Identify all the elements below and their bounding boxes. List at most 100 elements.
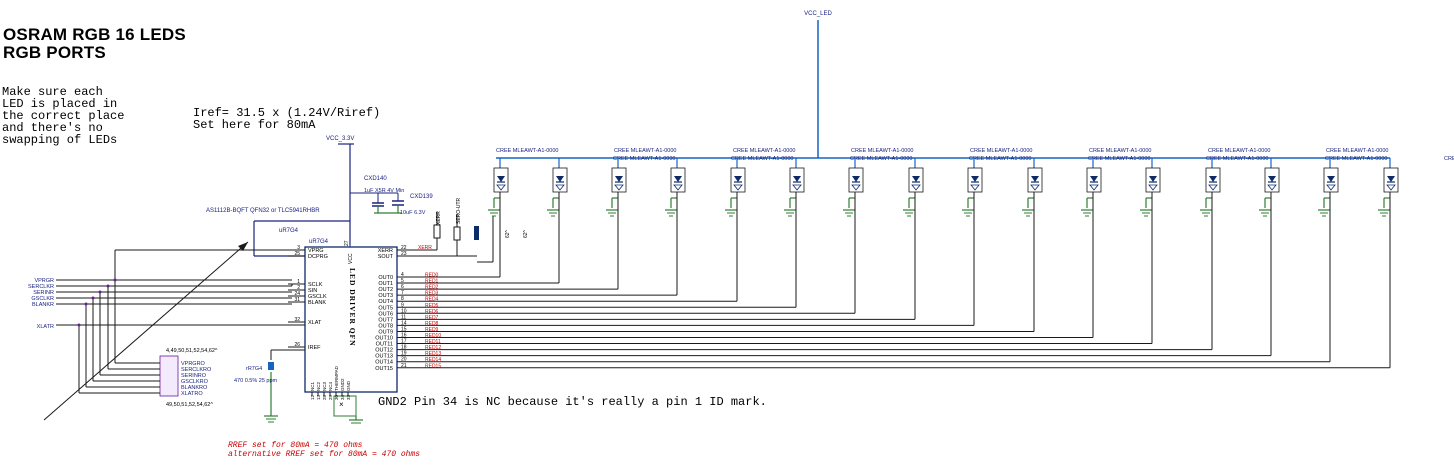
chip-part-label: AS1112B-BQFT QFN32 or TLC5941RHBR xyxy=(206,208,320,214)
svg-text:XERR: XERR xyxy=(436,211,442,225)
output-net-label: SERINRO xyxy=(181,373,207,379)
led-part-label: CREE MLEAWT-A1-0000 xyxy=(613,156,675,162)
chip-ref-outer: uR7G4 xyxy=(279,228,299,234)
output-pin-number: 7 xyxy=(401,290,404,296)
svg-text:10uF 6.3V: 10uF 6.3V xyxy=(400,210,426,216)
led-diode-icon xyxy=(1268,176,1276,182)
output-net-label: RED9 xyxy=(425,327,439,333)
led-diode-icon xyxy=(852,176,860,182)
led-column: CREE MLEAWT-A1-0000 xyxy=(397,156,1150,332)
led-diode-icon xyxy=(851,184,861,191)
output-net-label: RED14 xyxy=(425,357,441,363)
svg-text:VCC: VCC xyxy=(348,253,354,264)
output-net-label: RED11 xyxy=(425,339,441,345)
pin-name-sout: SOUT xyxy=(378,254,394,260)
pin-number-dcprg: 25 xyxy=(294,251,300,257)
pin-name-gsclk: GSCLK xyxy=(308,294,327,300)
output-pin-name: OUT4 xyxy=(378,299,393,305)
pin-name-sin: SIN xyxy=(308,288,317,294)
led-column: CREE MLEAWT-A1-0000 xyxy=(397,156,793,296)
junction-dot xyxy=(98,290,102,294)
pin-number-sout: 23 xyxy=(401,251,407,257)
led-column: CREE MLEAWT-A1-0000 xyxy=(397,148,1388,363)
led-diode-icon xyxy=(971,176,979,182)
led-body xyxy=(1264,167,1280,193)
svg-text:CXD140: CXD140 xyxy=(364,176,387,182)
svg-text:62^: 62^ xyxy=(505,229,511,238)
output-net-label: RED0 xyxy=(425,273,439,279)
capacitor-cxd139: CXD139 10uF 6.3V xyxy=(392,193,433,216)
led-part-label: CREE MLEAWT-A1-0000 xyxy=(614,148,676,154)
output-net-label: RED7 xyxy=(425,315,439,321)
output-pin-number: 9 xyxy=(401,302,404,308)
led-body xyxy=(967,167,983,193)
bottom-pin-number: 13 xyxy=(316,394,321,400)
output-pin-number: 20 xyxy=(401,357,407,363)
led-diode-icon xyxy=(1148,184,1158,191)
output-net-label: RED12 xyxy=(425,345,441,351)
svg-text:SERO-UTR: SERO-UTR xyxy=(456,198,462,225)
led-column: CREE MLEAWT-A1-0000 xyxy=(397,148,1270,351)
led-column: CREE MLEAWT-A1-0000 xyxy=(397,148,558,278)
output-net-label: XLATRO xyxy=(181,391,203,397)
output-pin-name: OUT5 xyxy=(378,305,393,311)
bottom-pin-number: 33 xyxy=(346,394,351,400)
led-diode-icon xyxy=(733,184,743,191)
led-diode-icon xyxy=(673,184,683,191)
led-body xyxy=(1383,167,1399,193)
pin-name-blank: BLANK xyxy=(308,300,326,306)
pin-number-vprg: 3 xyxy=(297,245,300,251)
led-part-label: CREE MLEAWT-A1-0000 xyxy=(1089,148,1151,154)
pin-number-xerr: 22 xyxy=(401,245,407,251)
pin-number-sclk: 1 xyxy=(297,279,300,285)
pin-name-xerr: XERR xyxy=(378,248,393,254)
bottom-pin-number: 30 xyxy=(334,394,339,400)
output-pin-name: OUT10 xyxy=(375,336,393,342)
svg-text:49,50,51,52,54,62^: 49,50,51,52,54,62^ xyxy=(166,402,213,408)
led-column: CREE MLEAWT-A1-0000 xyxy=(397,156,912,308)
led-diode-icon xyxy=(1031,176,1039,182)
led-column: CREE MLEAWT-A1-0000 xyxy=(397,148,795,302)
svg-text:27: 27 xyxy=(344,240,350,246)
svg-text:1uF X5R 4V Min: 1uF X5R 4V Min xyxy=(364,188,404,194)
led-column: CREE MLEAWT-A1-0000 xyxy=(397,148,676,290)
pin-name-xlat: XLAT xyxy=(308,320,322,326)
output-pin-number: 19 xyxy=(401,351,407,357)
output-connector xyxy=(159,355,179,397)
vcc-3v3-label: VCC_3.3V xyxy=(326,136,354,142)
output-net-label: SERCLKRO xyxy=(181,367,212,373)
led-diode-icon xyxy=(556,176,564,182)
led-diode-icon xyxy=(1386,184,1396,191)
led-column: CREE MLEAWT-A1-0000 xyxy=(397,156,1454,369)
led-column: CREE MLEAWT-A1-0000 xyxy=(397,156,675,284)
output-pin-number: 8 xyxy=(401,296,404,302)
output-pin-number: 15 xyxy=(401,326,407,332)
output-pin-name: OUT1 xyxy=(378,281,393,287)
pin-name-vprg: VPRG xyxy=(308,248,324,254)
led-diode-icon xyxy=(614,184,624,191)
pin-name-dcprg: DCPRG xyxy=(308,254,328,260)
pin-number-iref: 26 xyxy=(294,342,300,348)
output-pin-number: 18 xyxy=(401,345,407,351)
led-part-label: CREE MLEAWT-A1-0000 xyxy=(1444,156,1454,162)
led-part-label: CREE MLEAWT-A1-0000 xyxy=(733,148,795,154)
output-net-label: RED5 xyxy=(425,303,439,309)
led-diode-icon xyxy=(734,176,742,182)
led-part-label: CREE MLEAWT-A1-0000 xyxy=(970,148,1032,154)
output-pin-number: 14 xyxy=(401,320,407,326)
output-net-label: RED10 xyxy=(425,333,441,339)
led-part-label: CREE MLEAWT-A1-0000 xyxy=(1325,156,1387,162)
svg-text:XERR: XERR xyxy=(418,245,432,251)
iref-resistor: rR7G4 470 0.5% 25 ppm xyxy=(234,349,305,423)
input-net-label: VPRGR xyxy=(34,278,54,284)
led-part-label: CREE MLEAWT-A1-0000 xyxy=(1208,148,1270,154)
output-pin-name: OUT0 xyxy=(378,275,393,281)
pin-name-sclk: SCLK xyxy=(308,282,323,288)
junction-dot xyxy=(91,296,95,300)
input-net-label: SERINR xyxy=(33,290,54,296)
output-net-label: RED4 xyxy=(425,297,439,303)
chip-ref-inner: uR7G4 xyxy=(309,239,329,245)
output-net-label: RED15 xyxy=(425,363,441,369)
bottom-pin-name: THERMPAD xyxy=(334,365,339,391)
